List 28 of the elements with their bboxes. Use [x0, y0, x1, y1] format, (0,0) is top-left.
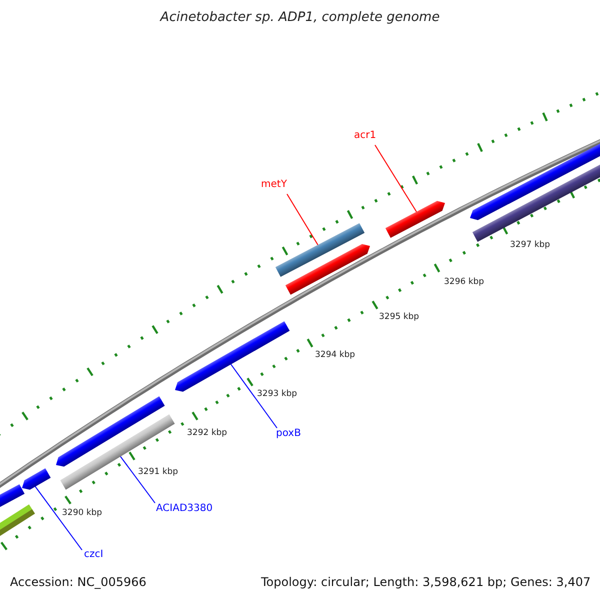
position-label: 3297 kbp [510, 240, 550, 250]
leader-line [120, 456, 156, 504]
title: Acinetobacter sp. ADP1, complete genome [158, 10, 441, 25]
gene-label: metY [261, 179, 287, 191]
gene-feature-bar [285, 244, 370, 295]
gene-feature-bar [385, 200, 445, 238]
gene-feature-bar [22, 468, 51, 490]
leader-line [34, 486, 82, 550]
leader-line [374, 144, 418, 213]
position-label: 3291 kbp [138, 467, 178, 477]
position-label: 3290 kbp [62, 508, 102, 518]
footer-text: Topology: circular; Length: 3,598,621 bp; Genes: 3,407 [261, 575, 591, 589]
gene-feature-bar [0, 484, 25, 509]
leader-line [286, 194, 319, 246]
position-label: 3295 kbp [379, 312, 420, 322]
gene-feature-bar [275, 223, 365, 277]
gene-feature-bar [0, 504, 35, 537]
position-label: 3293 kbp [257, 389, 298, 399]
position-label: 3296 kbp [444, 277, 484, 287]
leader-line [230, 364, 278, 428]
gene-label: ACIAD3380 [156, 503, 213, 515]
gene-label: poxB [276, 428, 301, 440]
position-label: 3294 kbp [315, 350, 356, 360]
position-label: 3292 kbp [187, 428, 228, 438]
gene-label: czcI [84, 549, 104, 561]
gene-label: acr1 [354, 130, 376, 142]
footer-text: Accession: NC_005966 [10, 575, 146, 589]
gene-feature-bar [56, 396, 165, 467]
